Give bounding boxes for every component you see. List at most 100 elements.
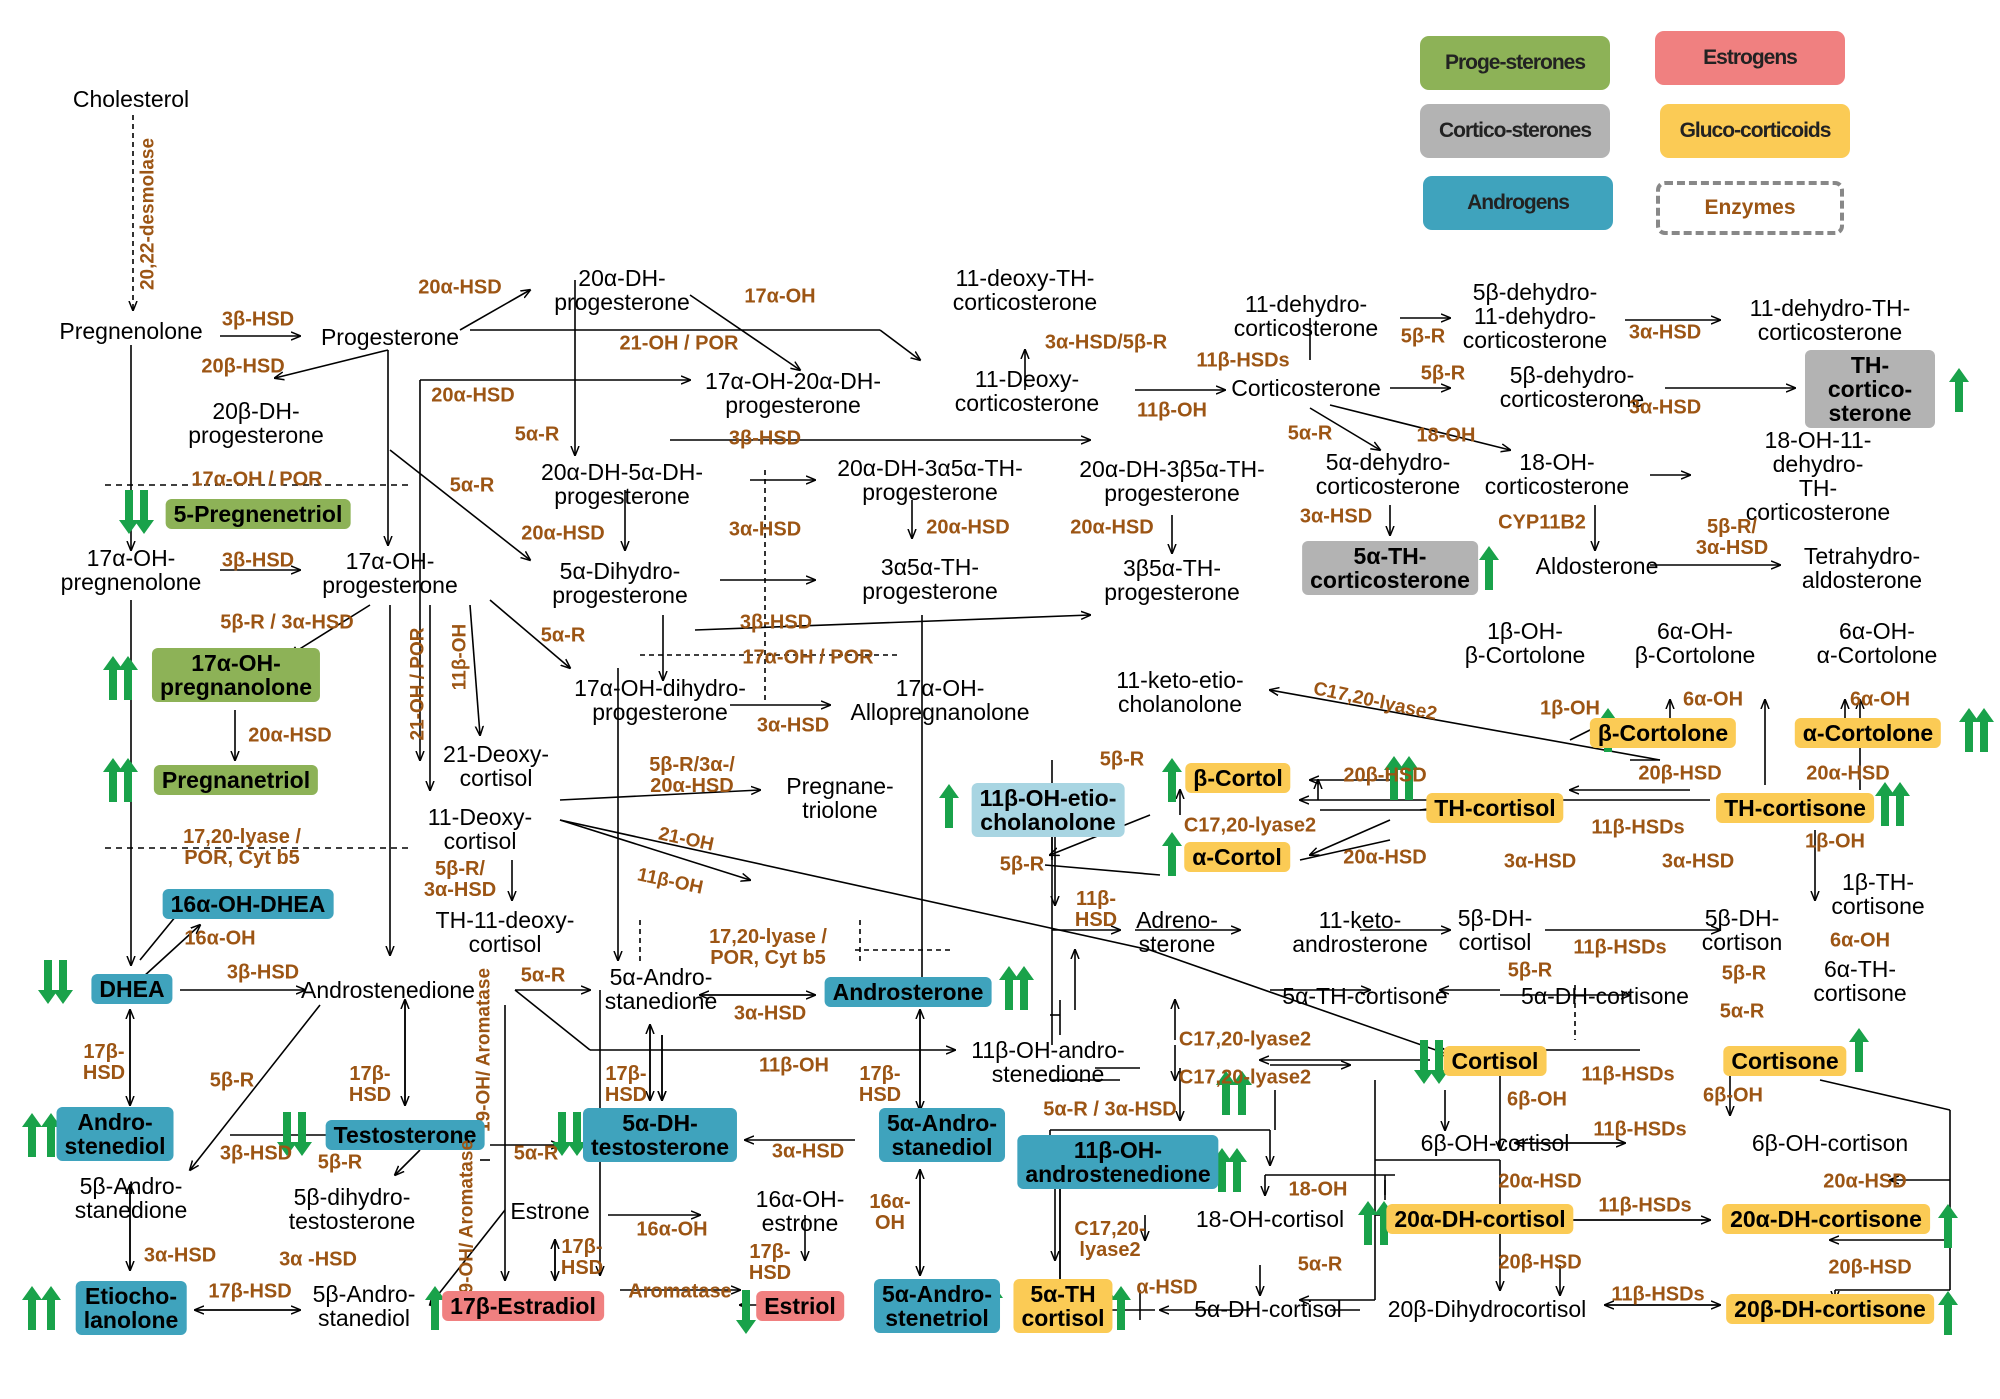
compound-20a-dh-cortisol: 20α-DH-cortisol — [1386, 1204, 1574, 1234]
compound-21-deoxycortisol: 21-Deoxy- cortisol — [442, 741, 550, 791]
legend-corticosterones: Cortico-sterones — [1420, 104, 1610, 158]
compound-20a-dh-progesterone: 20α-DH- progesterone — [554, 265, 690, 315]
enzyme-3a-hsd-7: 3α-HSD — [1628, 321, 1702, 344]
enzyme-20b-hsd-5: 20β-HSD — [1828, 1256, 1912, 1279]
compound-17a-oh-progesterone: 17α-OH- progesterone — [322, 548, 458, 598]
enzyme-11b-hsds-3: 11β-HSDs — [1573, 936, 1667, 959]
compound-5a-androstenetriol: 5α-Andro- stenetriol — [874, 1279, 1000, 1333]
compound-6b-oh-cortison: 6β-OH-cortison — [1751, 1130, 1909, 1156]
compound-6a-th-cortisone: 6α-TH- cortisone — [1813, 956, 1907, 1006]
compound-5b-androstanedione: 5β-Andro- stanedione — [74, 1173, 188, 1223]
enzyme-20b-hsd-2: 20β-HSD — [1343, 764, 1427, 787]
enzyme-17a-oh-por-2: 17α-OH / POR — [742, 646, 874, 669]
enzyme-18-oh-2: 18-OH — [1288, 1178, 1348, 1201]
compound-cortisone: Cortisone — [1723, 1046, 1847, 1076]
compound-th-cortisol: TH-cortisol — [1426, 793, 1564, 823]
compound-estriol: Estriol — [756, 1291, 844, 1321]
compound-androstenediol: Andro- stenediol — [56, 1107, 174, 1161]
enzyme-5a-r-7: 5α-R — [1719, 1000, 1765, 1023]
enzyme-3a-hsd: 3α-HSD — [728, 518, 802, 541]
enzyme-3a-hsd-10: 3α-HSD — [1503, 850, 1577, 873]
enzyme-20a-hsd-9: 20α-HSD — [1498, 1170, 1582, 1193]
enzyme-cyp11b2: CYP11B2 — [1498, 511, 1586, 534]
enzyme-6b-oh-2: 6β-OH — [1703, 1084, 1763, 1107]
compound-pregnanetriol: Pregnanetriol — [153, 765, 319, 795]
compound-11-deoxycortisol: 11-Deoxy- cortisol — [427, 804, 533, 854]
enzyme-17b-hsd-3: 17β- HSD — [604, 1063, 648, 1106]
enzyme-3b-hsd-2: 3β-HSD — [728, 427, 802, 450]
enzyme-3a-hsd-8: 3α-HSD — [1628, 396, 1702, 419]
compound-5b-dehydro-11-dehydro-corticosterone: 5β-dehydro- 11-dehydro- corticosterone — [1462, 279, 1608, 353]
compound-5b-dh-cortisol: 5β-DH- cortisol — [1457, 905, 1533, 955]
compound-b-cortolone: β-Cortolone — [1589, 718, 1737, 748]
enzyme-1b-oh-2: 1β-OH — [1805, 830, 1865, 853]
compound-pregnenolone: Pregnenolone — [59, 318, 203, 344]
enzyme-3b-hsd: 3β-HSD — [221, 308, 295, 331]
enzyme-5b-r-3a-20a-hsd: 5β-R/3α-/ 20α-HSD — [649, 754, 735, 797]
compound-adrenosterone: Adreno- sterone — [1136, 907, 1218, 957]
enzyme-aromatase: Aromatase — [628, 1280, 732, 1303]
enzyme-5a-r-3: 5α-R — [540, 624, 586, 647]
compound-5a-dihydro-progesterone: 5α-Dihydro- progesterone — [552, 558, 688, 608]
enzyme-6b-oh: 6β-OH — [1507, 1088, 1567, 1111]
enzyme-11b-hsds-2: 11β-HSDs — [1591, 816, 1685, 839]
enzyme-20a-hsd: 20α-HSD — [418, 276, 502, 299]
compound-testosterone: Testosterone — [325, 1120, 485, 1150]
enzyme-19-oh-aromatase-2: 19-OH/ Aromatase — [456, 1139, 478, 1305]
compound-5a-th-corticosterone: 5α-TH- corticosterone — [1302, 541, 1478, 595]
enzyme-20a-hsd-5: 20α-HSD — [1070, 516, 1154, 539]
compound-b-cortol: β-Cortol — [1185, 763, 1291, 793]
enzyme-11b-hsds-5: 11β-HSDs — [1593, 1118, 1687, 1141]
enzyme-c17-20-lyase2-3: C17,20-lyase2 — [1178, 1028, 1312, 1051]
compound-11b-oh-androstenedione-box: 11β-OH- androstenedione — [1017, 1135, 1219, 1189]
compound-5a-dh-cortisone: 5α-DH-cortisone — [1521, 983, 1689, 1009]
enzyme-17b-hsd-4: 17β- HSD — [858, 1063, 902, 1106]
compound-11b-oh-etiocholanolone: 11β-OH-etio- cholanolone — [971, 783, 1125, 837]
enzyme-5a-r-3a-hsd: 5α-R / 3α-HSD — [1043, 1098, 1177, 1121]
compound-20a-dh-3a5a-th-progesterone: 20α-DH-3α5α-TH- progesterone — [837, 455, 1023, 505]
enzyme-11b-hsds-7: 11β-HSDs — [1611, 1283, 1705, 1306]
enzyme-desmolase: 20,22-desmolase — [137, 137, 159, 291]
enzyme-20a-hsd-6: 20α-HSD — [248, 724, 332, 747]
enzyme-3b-hsd-5: 3β-HSD — [226, 961, 300, 984]
compound-1b-th-cortisone: 1β-TH- cortisone — [1831, 869, 1925, 919]
enzyme-17b-hsd-6: 17β- HSD — [748, 1241, 792, 1284]
enzyme-20b-hsd-4: 20β-HSD — [1498, 1251, 1582, 1274]
enzyme-17b-hsd-7: 17β-HSD — [208, 1280, 292, 1303]
compound-17a-oh-dihydro-progesterone: 17α-OH-dihydro- progesterone — [574, 675, 746, 725]
compound-corticosterone: Corticosterone — [1231, 375, 1381, 401]
compound-5b-dehydro-corticosterone: 5β-dehydro- corticosterone — [1499, 362, 1645, 412]
enzyme-16a-oh: 16α-OH — [184, 927, 256, 950]
compound-cortisol: Cortisol — [1443, 1046, 1547, 1076]
legend-progesterones: Proge-sterones — [1420, 36, 1610, 90]
enzyme-11b-oh-v: 11β-OH — [449, 623, 471, 691]
compound-11-keto-etiocholanolone: 11-keto-etio- cholanolone — [1116, 667, 1244, 717]
compound-5a-dehydro-corticosterone: 5α-dehydro- corticosterone — [1315, 449, 1461, 499]
enzyme-c17-20-lyase2-2: C17,20-lyase2 — [1183, 814, 1317, 837]
compound-5a-th-cortisol: 5α-TH cortisol — [1013, 1279, 1113, 1333]
enzyme-c17-20-lyase2-4: C17,20-lyase2 — [1178, 1066, 1312, 1089]
enzyme-3b-hsd-6: 3β-HSD — [219, 1142, 293, 1165]
compound-20a-dh-3b5a-th-progesterone: 20α-DH-3β5α-TH- progesterone — [1079, 456, 1265, 506]
compound-11b-oh-androstenedione: 11β-OH-andro- stenedione — [971, 1037, 1125, 1087]
compound-20a-dh-5a-dh-progesterone: 20α-DH-5α-DH- progesterone — [540, 459, 704, 509]
enzyme-5a-r-2: 5α-R — [449, 474, 495, 497]
compound-pregnanetriolone: Pregnane- triolone — [786, 773, 894, 823]
enzyme-6a-oh: 6α-OH — [1682, 688, 1744, 711]
compound-estrone: Estrone — [510, 1198, 590, 1224]
compound-16a-oh-estrone: 16α-OH- estrone — [755, 1186, 845, 1236]
enzyme-3a-hsd-9: 3α-HSD — [1299, 505, 1373, 528]
compound-5a-androstanedione: 5α-Andro- stanedione — [604, 964, 718, 1014]
enzyme-5b-r-7: 5β-R — [1507, 959, 1553, 982]
compound-20b-dihydrocortisol: 20β-Dihydrocortisol — [1387, 1296, 1587, 1322]
compound-18-oh-cortisol: 18-OH-cortisol — [1195, 1206, 1345, 1232]
compound-5b-dihydrotestosterone: 5β-dihydro- testosterone — [288, 1184, 416, 1234]
enzyme-5b-r-8: 5β-R — [1721, 962, 1767, 985]
compound-1b-oh-b-cortolone: 1β-OH- β-Cortolone — [1464, 618, 1586, 668]
compound-th-11-deoxycortisol: TH-11-deoxy- cortisol — [435, 907, 575, 957]
enzyme-20b-hsd: 20β-HSD — [201, 355, 285, 378]
enzyme-20a-hsd-10: 20α-HSD — [1823, 1170, 1907, 1193]
compound-11-keto-androsterone: 11-keto- androsterone — [1292, 907, 1428, 957]
